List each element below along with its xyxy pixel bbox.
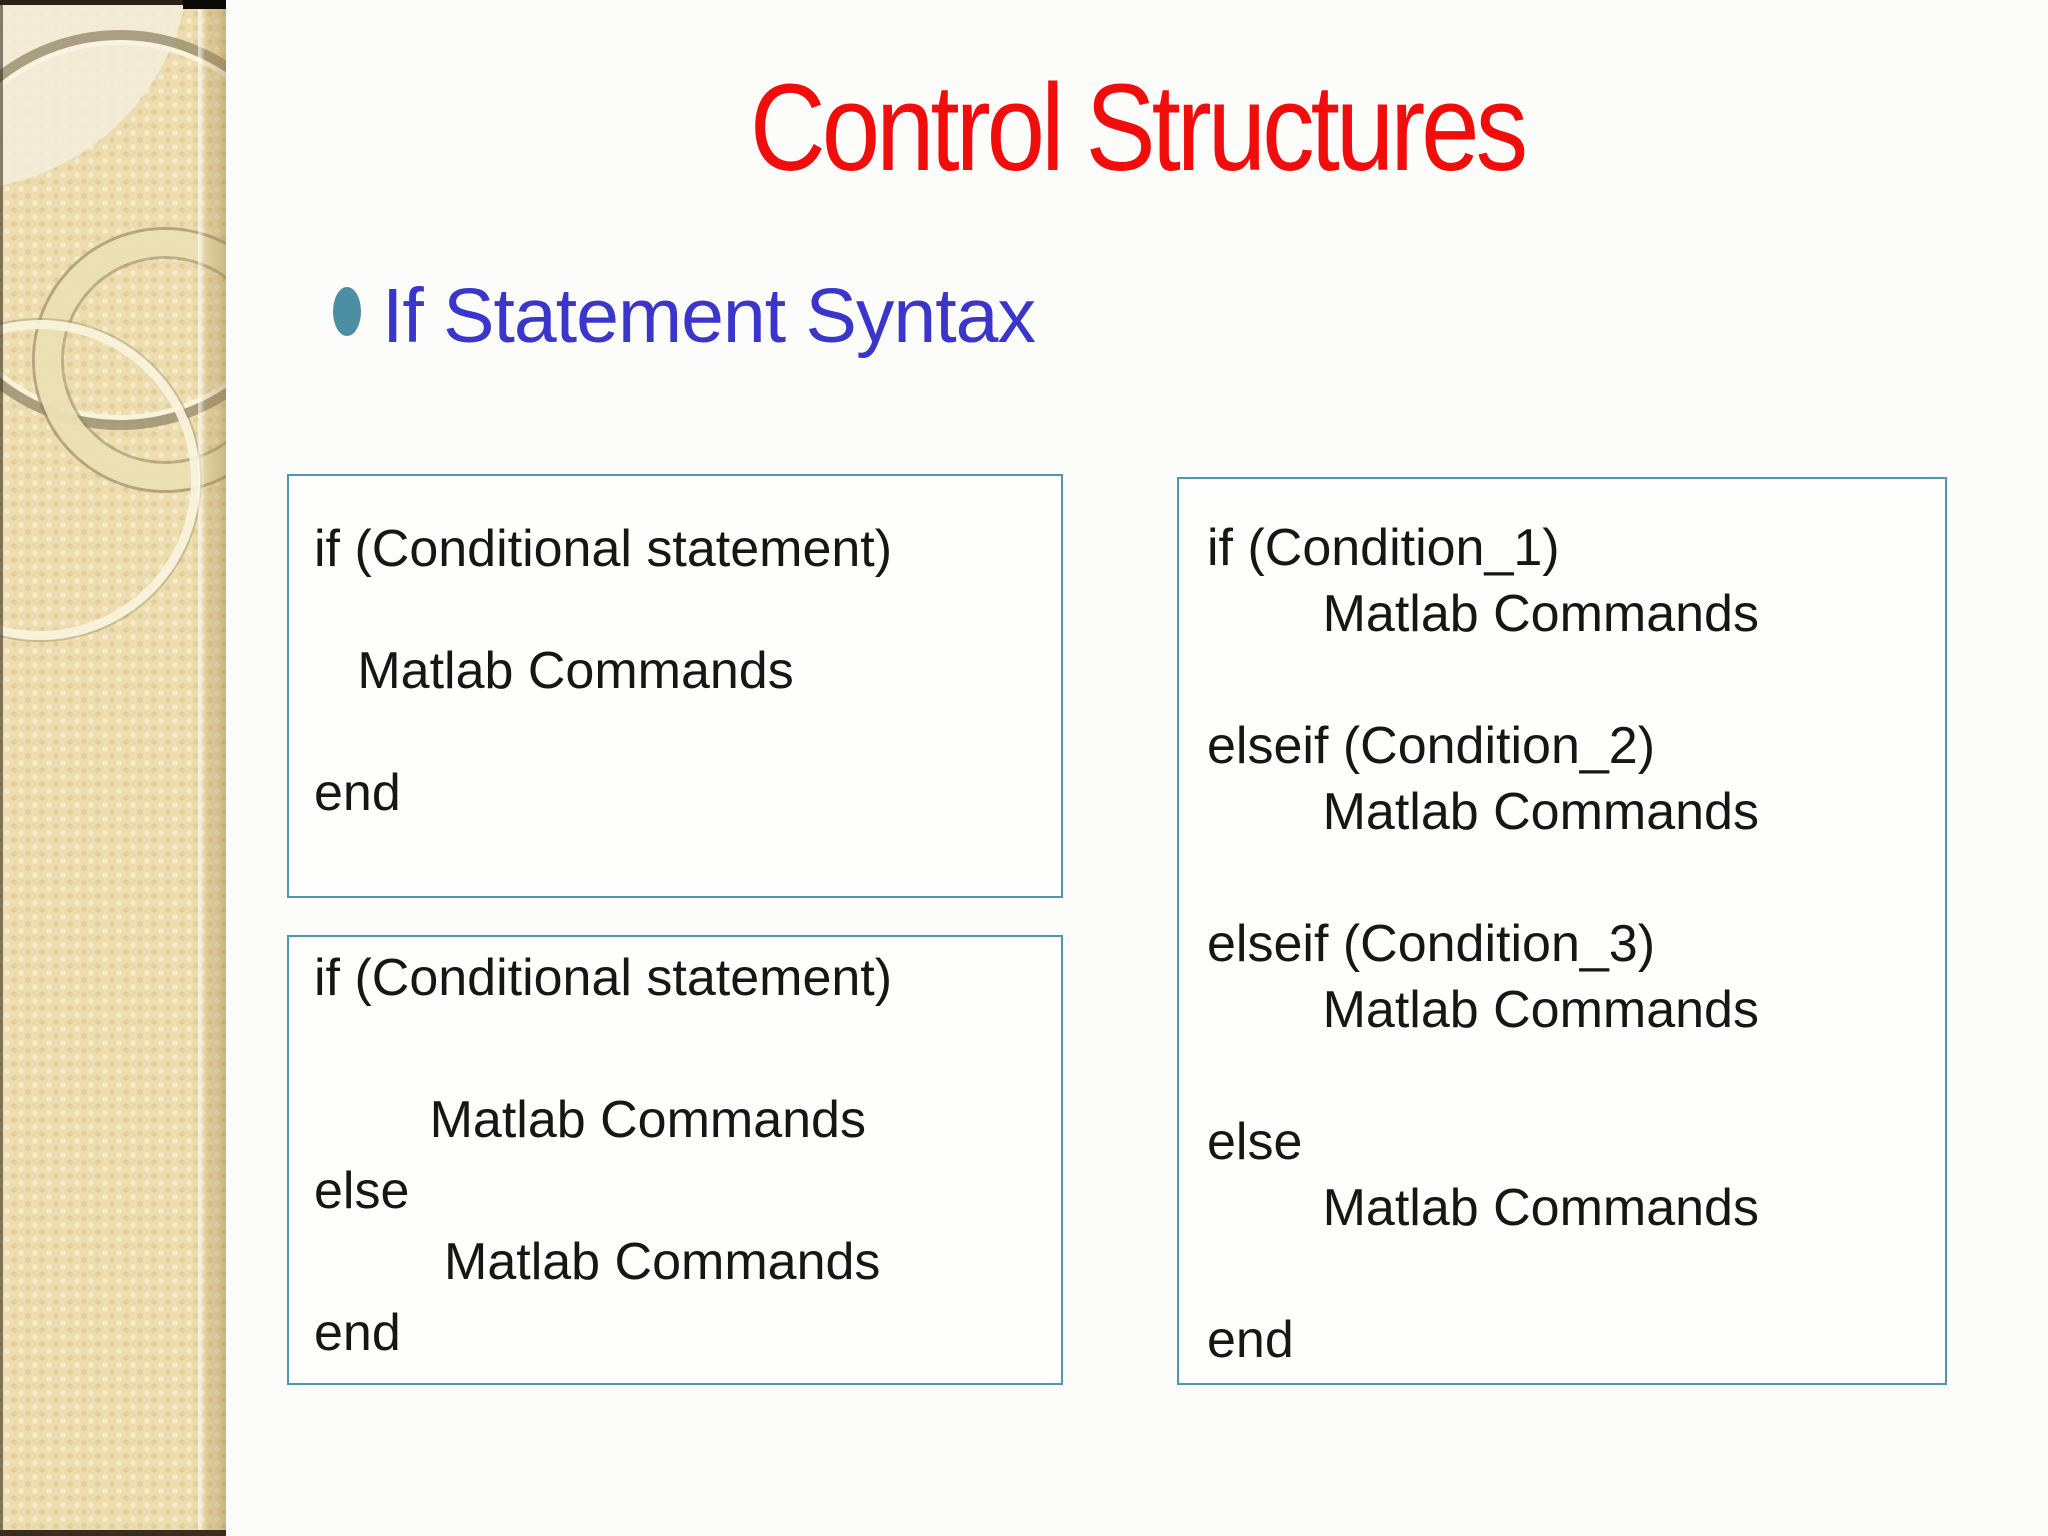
- code-line: end: [314, 764, 401, 822]
- code-line: Matlab Commands: [314, 1233, 881, 1291]
- code-box-if: if (Conditional statement) Matlab Comman…: [287, 474, 1063, 898]
- code-line: elseif (Condition_2): [1207, 717, 1656, 775]
- code-line: [314, 702, 1061, 763]
- code-line: Matlab Commands: [1207, 783, 1759, 841]
- code-box-if-else: if (Conditional statement) Matlab Comman…: [287, 935, 1063, 1385]
- code-line: [1207, 1043, 1945, 1109]
- code-line: Matlab Commands: [1207, 1179, 1759, 1237]
- code-line: if (Condition_1): [1207, 519, 1560, 577]
- code-line: Matlab Commands: [1207, 981, 1759, 1039]
- code-box-if-elseif: if (Condition_1) Matlab Commands elseif (…: [1177, 477, 1947, 1385]
- sidebar-decoration: [0, 0, 226, 1536]
- sidebar-bottom-edge: [0, 1530, 226, 1536]
- code-line: Matlab Commands: [1207, 585, 1759, 643]
- code-line: else: [314, 1162, 410, 1220]
- code-line: if (Conditional statement): [314, 520, 893, 578]
- bullet-icon: [333, 287, 361, 336]
- code-line: [314, 580, 1061, 641]
- code-line: end: [314, 1304, 401, 1362]
- code-line: else: [1207, 1113, 1303, 1171]
- code-line: [1207, 1241, 1945, 1307]
- code-line: [1207, 845, 1945, 911]
- sidebar-left-edge: [0, 0, 3, 1536]
- code-line: Matlab Commands: [314, 1091, 866, 1149]
- code-line: end: [1207, 1311, 1294, 1369]
- slide-title: Control Structures: [749, 59, 1528, 198]
- sidebar-edge-shade: [198, 0, 226, 1536]
- code-line: [314, 1014, 1061, 1085]
- code-line: [1207, 647, 1945, 713]
- code-line: if (Conditional statement): [314, 949, 893, 1007]
- code-line: Matlab Commands: [314, 642, 794, 700]
- code-line: elseif (Condition_3): [1207, 915, 1656, 973]
- sidebar-top-edge: [0, 0, 183, 5]
- sidebar-top-notch: [183, 0, 226, 9]
- bullet-item-label: If Statement Syntax: [382, 273, 1036, 359]
